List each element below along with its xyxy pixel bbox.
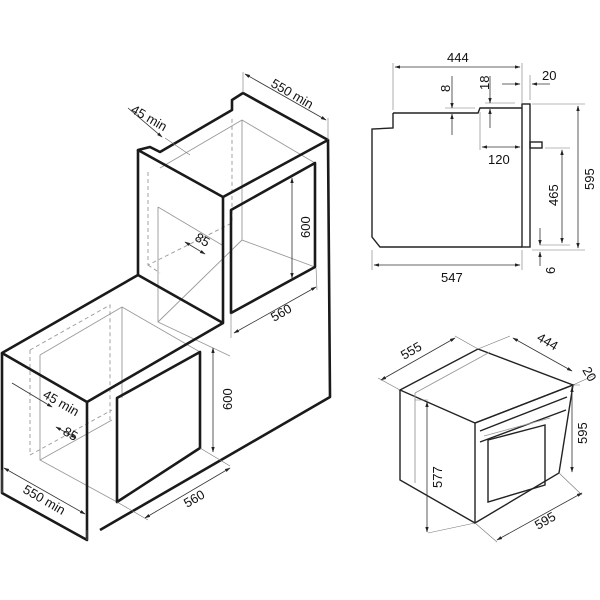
- oven-isometric-view: 555 444 20 595 577 595: [377, 330, 600, 543]
- side-panel-label: 20: [542, 68, 556, 83]
- upper-width-label: 560: [268, 301, 294, 325]
- oven-side-view: 444 8 18 20 120 465 595 547 6: [371, 50, 597, 285]
- side-depth-top-label: 444: [447, 50, 469, 65]
- side-height-label: 595: [582, 168, 597, 190]
- lower-gap-label: 45 min: [41, 387, 82, 420]
- iso-height-label: 595: [575, 422, 590, 444]
- upper-gap-label: 45 min: [129, 102, 170, 135]
- lower-height-label: 600: [220, 388, 235, 410]
- upper-height-label: 600: [298, 216, 313, 238]
- iso-depth-label: 555: [398, 339, 424, 363]
- upper-depth-label: 550 min: [269, 76, 317, 112]
- iso-body-depth-label: 444: [535, 330, 561, 354]
- upper-vent-label: 85: [193, 230, 213, 250]
- lower-vent-label: 85: [61, 424, 81, 444]
- side-offset-label: 120: [488, 152, 510, 167]
- side-knob-height-label: 465: [546, 184, 561, 206]
- lower-depth-label: 550 min: [21, 482, 69, 518]
- side-top-step-label: 8: [438, 85, 453, 92]
- side-bottom-label: 6: [543, 267, 558, 274]
- iso-width-label: 595: [532, 509, 558, 533]
- lower-width-label: 560: [181, 487, 207, 511]
- iso-body-height-label: 577: [430, 466, 445, 488]
- side-front-step-label: 18: [477, 76, 492, 90]
- side-depth-total-label: 547: [441, 270, 463, 285]
- iso-panel-label: 20: [579, 364, 599, 384]
